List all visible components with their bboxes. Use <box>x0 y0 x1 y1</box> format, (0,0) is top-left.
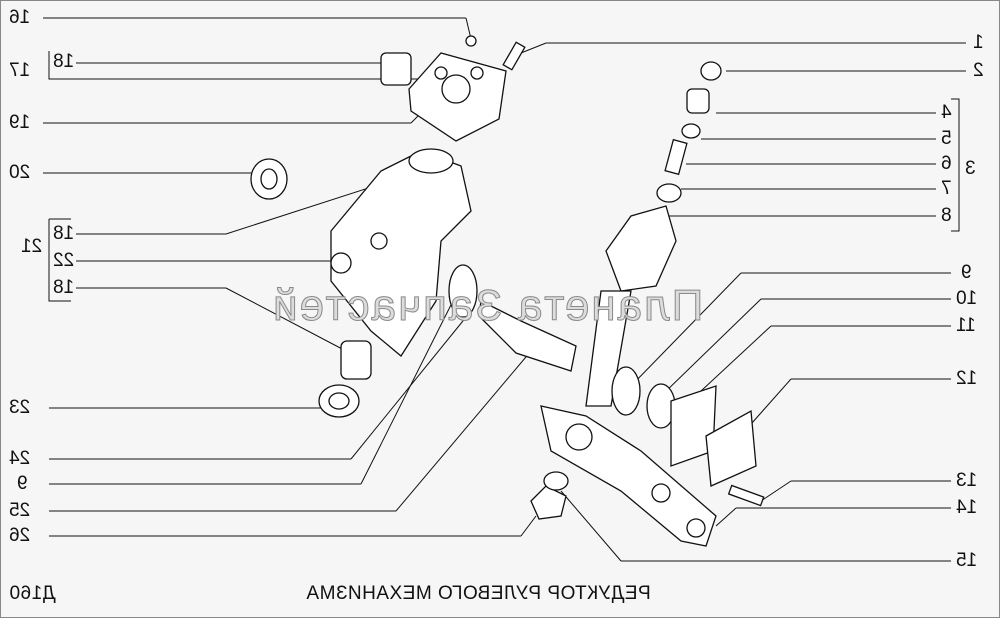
callout-25: 25 <box>9 500 31 521</box>
callout-10: 10 <box>956 288 978 309</box>
callout-2: 2 <box>973 60 984 81</box>
part-18-bearing <box>340 340 372 380</box>
watermark: Планета Запчастей <box>271 281 704 331</box>
callout-7: 7 <box>941 178 952 199</box>
part-9-bearing <box>611 366 641 416</box>
callout-11: 11 <box>956 315 976 336</box>
callout-18-a: 18 <box>53 223 75 244</box>
part-24-bearing <box>448 264 478 318</box>
part-22-housing <box>330 150 472 357</box>
part-6-screw <box>664 138 688 176</box>
part-4-bushing <box>686 88 710 114</box>
diagram-title: РЕДУКТОР РУЛЕВОГО МЕХАНИЗМА <box>306 583 651 604</box>
callout-21: 21 <box>21 236 43 257</box>
callout-24: 24 <box>9 448 31 469</box>
part-25-worm-shaft <box>478 300 577 372</box>
callout-12: 12 <box>956 368 978 389</box>
part-7-plate <box>656 183 682 203</box>
callout-3: 3 <box>965 158 976 179</box>
callout-23: 23 <box>9 397 31 418</box>
part-1-bolt <box>502 41 526 71</box>
part-15-washer <box>543 471 569 491</box>
parts <box>250 35 765 547</box>
callout-18-b: 18 <box>53 277 75 298</box>
callout-14: 14 <box>956 497 978 518</box>
callout-5: 5 <box>941 128 952 149</box>
callout-19: 19 <box>9 112 31 133</box>
callout-13: 13 <box>956 470 978 491</box>
part-2-nut <box>700 61 722 81</box>
callout-22: 22 <box>53 250 75 271</box>
part-26-nut <box>530 485 567 520</box>
part-8-shaft-head <box>605 205 677 292</box>
callout-26: 26 <box>9 525 31 546</box>
callout-4: 4 <box>941 102 952 123</box>
diagram-code: Д160 <box>9 583 56 604</box>
callout-17: 17 <box>9 60 31 81</box>
leader-lines-right <box>520 42 966 562</box>
part-13-bolt <box>727 484 765 507</box>
callout-1: 1 <box>973 32 984 53</box>
part-5-ring <box>681 123 701 139</box>
callout-9-right: 9 <box>961 262 972 283</box>
callout-20: 20 <box>9 162 31 183</box>
callout-8: 8 <box>941 205 952 226</box>
callout-16: 16 <box>9 7 31 28</box>
part-12-cover <box>705 409 757 487</box>
part-18-bearing-top <box>380 52 412 86</box>
callout-15: 15 <box>956 550 978 571</box>
part-8-shaft <box>585 290 632 407</box>
leader-lines-left <box>43 17 537 537</box>
part-16-nut <box>465 35 477 47</box>
callout-9-left: 9 <box>17 473 28 494</box>
callout-6: 6 <box>941 153 952 174</box>
callout-18: 18 <box>53 51 75 72</box>
